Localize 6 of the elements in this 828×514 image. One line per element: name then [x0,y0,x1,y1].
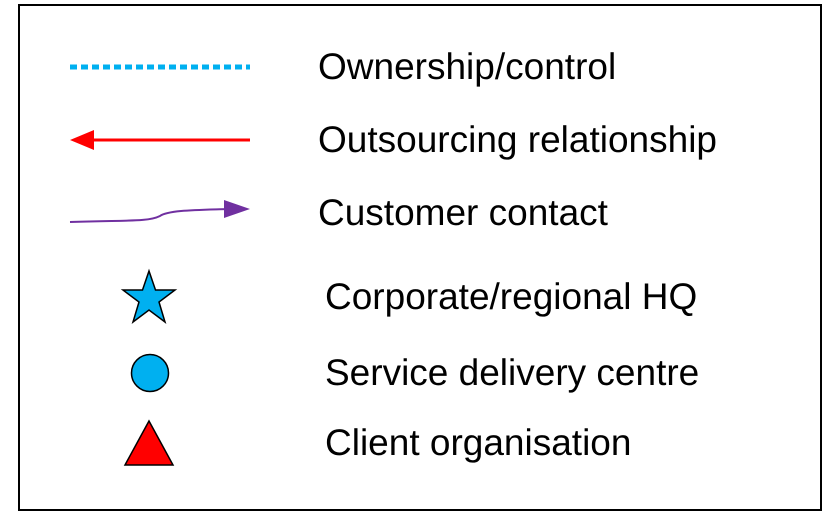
legend-label: Customer contact [318,192,608,234]
legend-label: Outsourcing relationship [318,119,717,161]
legend-label: Client organisation [325,422,632,464]
legend-label: Corporate/regional HQ [325,276,698,318]
legend-label: Service delivery centre [325,352,700,394]
legend-label: Ownership/control [318,46,616,88]
